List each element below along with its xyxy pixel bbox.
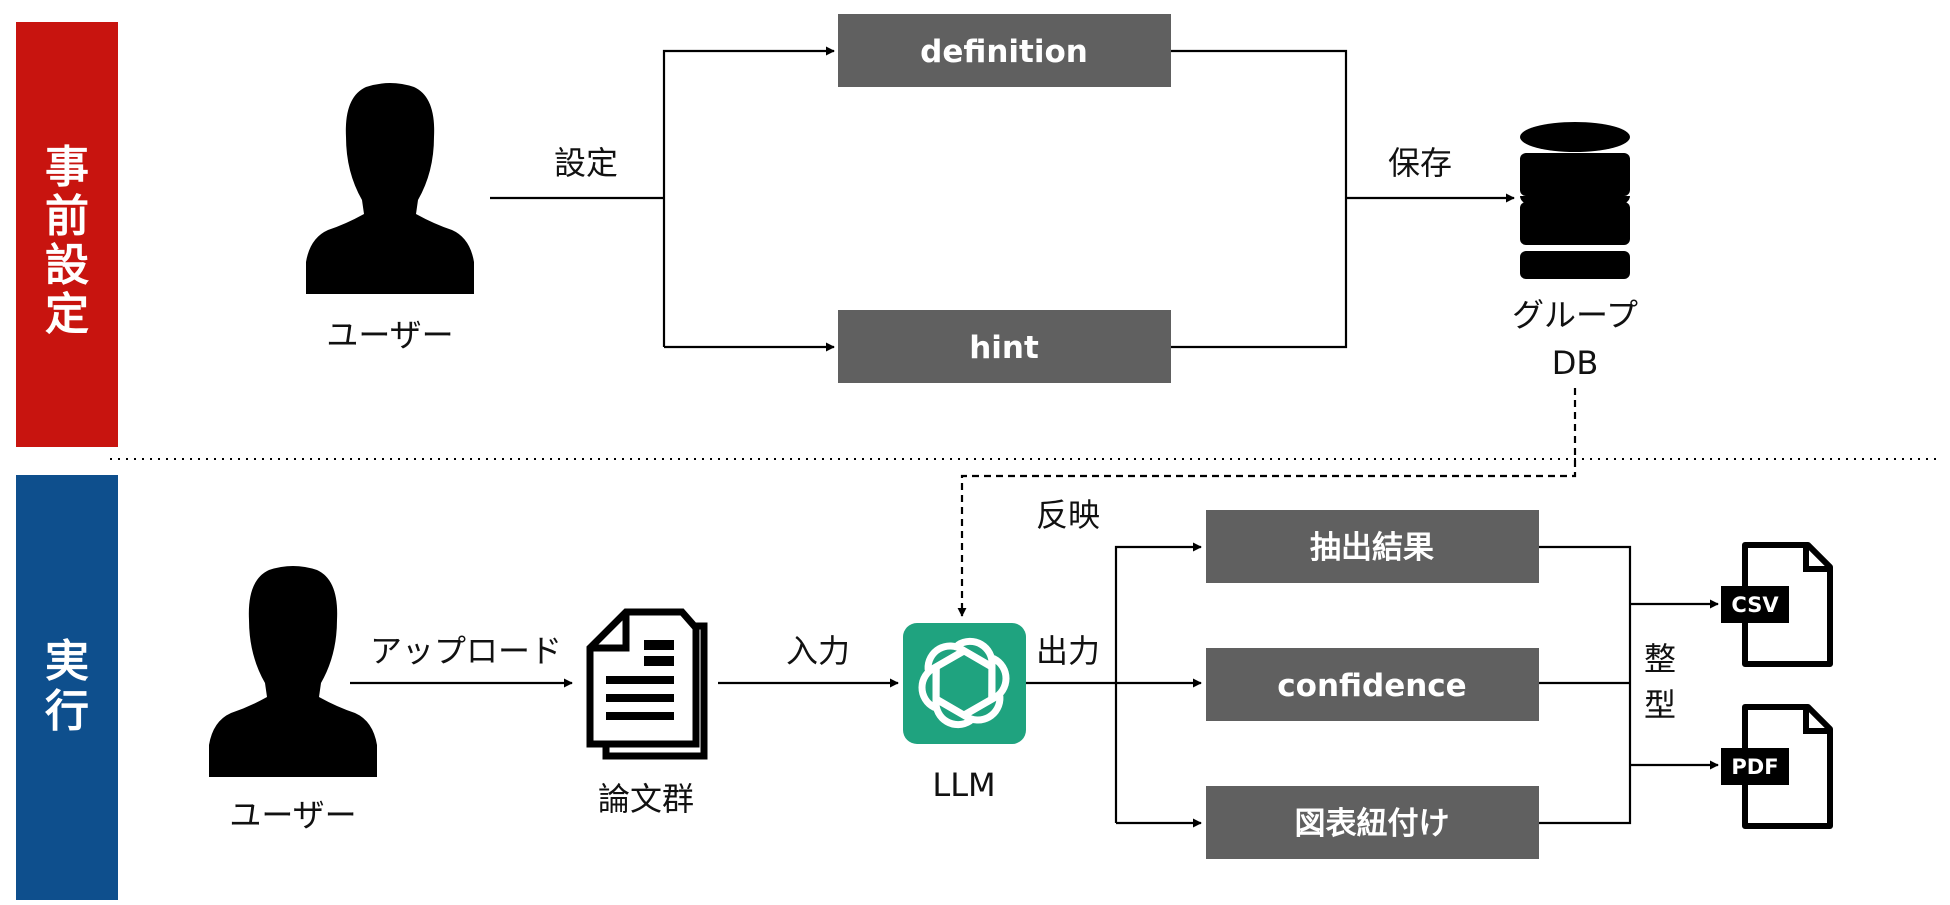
confidence-label: confidence (1277, 668, 1466, 704)
section-run-char: 行 (45, 686, 89, 737)
csv-file-icon: CSV (1721, 542, 1833, 667)
input-label: 入力 (786, 632, 850, 670)
database-icon (1520, 122, 1630, 279)
extract-label: 抽出結果 (1310, 530, 1434, 566)
reflect-line (957, 388, 1577, 617)
section-setup-label: 事 前 設 定 (45, 142, 89, 340)
db-label-line1: グループ (1512, 296, 1638, 334)
db-label-line2: DB (1552, 344, 1599, 382)
figure-link-label: 図表紐付け (1295, 806, 1450, 842)
upload-label: アップロード (370, 632, 562, 670)
llm-label: LLM (932, 766, 995, 804)
section-run-bar (16, 475, 118, 900)
csv-label: CSV (1731, 593, 1779, 617)
pdf-label: PDF (1731, 755, 1778, 779)
hint-box: hint (838, 310, 1171, 383)
confidence-box: confidence (1206, 648, 1539, 721)
pdf-file-icon: PDF (1721, 704, 1833, 829)
setup-branch-definition (662, 46, 835, 347)
section-setup: 事 前 設 定 (16, 22, 118, 447)
setup-merge-line (1171, 49, 1348, 349)
user-icon (209, 566, 377, 777)
output-arrow-extract (1114, 542, 1202, 823)
papers-label: 論文群 (598, 780, 694, 818)
setup-set-label: 設定 (554, 144, 618, 182)
documents-icon (586, 608, 708, 760)
reflect-label: 反映 (1036, 496, 1100, 534)
format-merge-line (1539, 545, 1632, 825)
section-run-char: 実 (45, 636, 89, 687)
format-label-2: 型 (1644, 686, 1676, 724)
section-setup-bar (16, 22, 118, 447)
output-label: 出力 (1036, 632, 1100, 670)
section-setup-char: 設 (45, 240, 89, 291)
format-label-1: 整 (1644, 640, 1676, 678)
figure-link-box: 図表紐付け (1206, 786, 1539, 859)
extract-box: 抽出結果 (1206, 510, 1539, 583)
setup-user-label: ユーザー (326, 316, 453, 354)
section-setup-char: 前 (45, 191, 89, 242)
run-user-label: ユーザー (229, 796, 356, 834)
llm-logo-icon (903, 623, 1026, 744)
section-setup-char: 事 (45, 142, 89, 193)
section-setup-char: 定 (45, 289, 89, 340)
definition-label: definition (920, 34, 1088, 70)
user-icon (306, 83, 474, 294)
section-run: 実 行 (16, 475, 118, 900)
hint-label: hint (969, 330, 1039, 366)
definition-box: definition (838, 14, 1171, 87)
save-label: 保存 (1388, 144, 1452, 182)
